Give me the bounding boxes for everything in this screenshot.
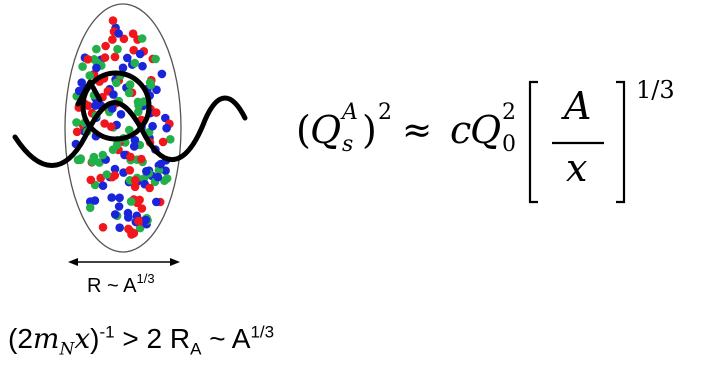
parton-dot (130, 142, 139, 151)
parton-dot (142, 167, 151, 176)
cond-middle: > 2 R (115, 323, 190, 354)
parton-dot (126, 80, 135, 89)
parton-dot (152, 198, 161, 207)
cond-sub-N: N (59, 340, 74, 360)
parton-dot (125, 89, 134, 98)
cond-sub-A: A (190, 340, 201, 359)
parton-dot (84, 55, 93, 64)
parton-dot (112, 79, 121, 88)
parton-dot (145, 184, 154, 193)
parton-dot (86, 203, 95, 212)
parton-dot (90, 153, 99, 162)
width-arrow-right-head (170, 258, 180, 266)
formula-sup-A: A (342, 100, 358, 125)
parton-dot (107, 193, 116, 202)
parton-dot (92, 45, 101, 54)
cond-exp-minus1: -1 (99, 323, 114, 342)
parton-dot (111, 171, 120, 180)
parton-dot (126, 153, 135, 162)
formula-Q0: Q (470, 108, 501, 152)
cond-exp: 1/3 (250, 323, 274, 342)
coherence-condition: (2mNx)-1 > 2 RA ~ A1/3 (8, 322, 274, 360)
parton-dot (99, 151, 108, 160)
parton-dot (72, 118, 81, 127)
parton-dot (101, 53, 110, 62)
parton-dot (127, 228, 136, 237)
parton-dot (108, 35, 117, 44)
parton-dot (138, 204, 147, 213)
parton-dot (154, 173, 163, 182)
width-arrow-left-head (68, 258, 78, 266)
parton-dot (99, 181, 108, 190)
parton-dot (142, 216, 151, 225)
formula-rparen: ) (362, 108, 377, 152)
parton-dot (156, 160, 165, 169)
cond-open: (2 (8, 323, 33, 354)
formula-sub-s: s (342, 132, 353, 157)
parton-dot (151, 55, 160, 64)
formula-Q: Q (310, 108, 341, 152)
parton-dot (162, 124, 171, 133)
formula-sup-2: 2 (502, 100, 516, 125)
parton-dot (101, 42, 110, 51)
parton-dot (134, 217, 143, 226)
parton-dot (115, 194, 124, 203)
parton-dot (131, 59, 140, 68)
parton-dot (146, 78, 155, 87)
parton-dot (131, 176, 140, 185)
saturation-scale-formula: ( Q A s ) 2 ≈ c Q 2 0 A x 1/3 (296, 70, 696, 220)
cond-m: m (33, 322, 60, 355)
formula-exponent: 1/3 (636, 76, 675, 104)
parton-dot (115, 202, 124, 211)
parton-dot (126, 166, 135, 175)
parton-dot (163, 174, 172, 183)
formula-lparen: ( (296, 108, 311, 152)
parton-dot (159, 138, 168, 147)
parton-dot (117, 110, 126, 119)
parton-dot (74, 156, 83, 165)
parton-dot (113, 45, 122, 54)
parton-dot (92, 64, 101, 73)
parton-dot (124, 209, 133, 218)
parton-dot (138, 62, 147, 71)
parton-dot (134, 101, 143, 110)
parton-dot (113, 141, 122, 150)
formula-frac-num: A (564, 84, 591, 128)
cond-tilde-A: ~ A (201, 323, 250, 354)
parton-dot (158, 70, 167, 79)
parton-dot (148, 122, 157, 131)
cond-x: x (74, 322, 90, 355)
formula-sub-0: 0 (502, 132, 516, 157)
parton-dot (138, 34, 147, 43)
parton-dot (111, 210, 120, 219)
formula-c: c (450, 108, 471, 152)
parton-dot (77, 78, 86, 87)
parton-dot (111, 53, 120, 62)
parton-dot (109, 16, 118, 25)
parton-dot (137, 155, 146, 164)
formula-square: 2 (378, 100, 392, 125)
parton-dot (127, 197, 136, 206)
parton-dot (99, 223, 108, 232)
radius-label: R ~ A1/3 (87, 271, 155, 297)
parton-dot (152, 108, 161, 117)
parton-dot (136, 50, 145, 59)
parton-dot (109, 90, 118, 99)
formula-approx: ≈ (402, 110, 432, 151)
parton-dot (114, 29, 123, 38)
parton-dot (85, 71, 94, 80)
formula-frac-den: x (566, 146, 587, 190)
parton-dot (103, 170, 112, 179)
parton-dot (115, 223, 124, 232)
parton-dot (107, 122, 116, 131)
parton-dot (73, 128, 82, 137)
parton-dot (78, 62, 87, 71)
parton-dot (87, 176, 96, 185)
